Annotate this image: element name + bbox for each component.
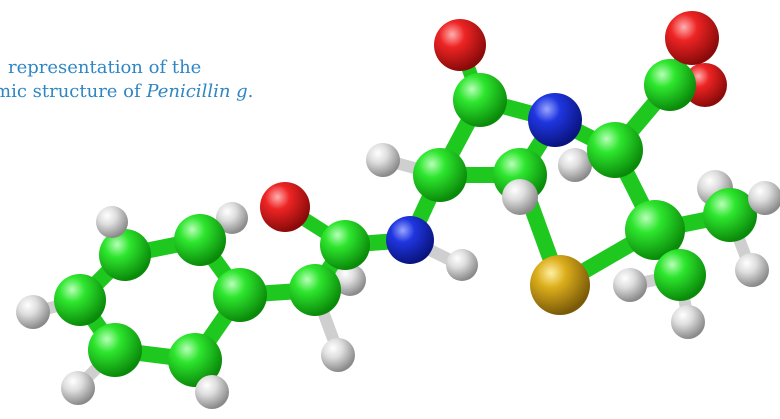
caption-molecule-name: Penicillin g <box>146 81 248 102</box>
hydrogen-atom <box>216 202 248 234</box>
nitrogen-atom <box>386 216 434 264</box>
hydrogen-atom <box>16 295 50 329</box>
oxygen-atom <box>434 19 486 71</box>
hydrogen-atom <box>195 375 229 409</box>
oxygen-atom <box>683 63 727 107</box>
hydrogen-atom <box>502 179 538 215</box>
carbon-atom <box>703 188 757 242</box>
oxygen-atom <box>665 11 719 65</box>
carbon-atom <box>654 249 706 301</box>
hydrogen-atom <box>558 148 592 182</box>
hydrogen-atom <box>671 305 705 339</box>
caption-line-2-prefix: mic structure of <box>0 81 141 102</box>
hydrogen-atom <box>96 206 128 238</box>
hydrogen-atom <box>748 181 780 215</box>
hydrogen-atom <box>613 268 647 302</box>
carbon-atom <box>625 200 685 260</box>
caption-line-1: representation of the <box>8 57 202 78</box>
carbon-atom <box>587 122 643 178</box>
carbon-atom <box>174 214 226 266</box>
sulfur-atom <box>530 255 590 315</box>
carbon-atom <box>88 323 142 377</box>
hydrogen-atom <box>735 253 769 287</box>
carbon-atom <box>644 59 696 111</box>
nitrogen-atom <box>528 93 582 147</box>
carbon-atom <box>213 268 267 322</box>
carbon-atom <box>54 274 106 326</box>
hydrogen-atom <box>366 143 400 177</box>
hydrogen-atom <box>446 249 478 281</box>
oxygen-atom <box>260 182 310 232</box>
caption-line-2-suffix: . <box>247 81 254 102</box>
carbon-atom <box>289 264 341 316</box>
carbon-atom <box>168 333 222 387</box>
carbon-atom <box>99 229 151 281</box>
atoms-front <box>16 11 780 409</box>
hydrogen-atom <box>321 338 355 372</box>
carbon-atom <box>453 73 507 127</box>
carbon-atom <box>320 220 370 270</box>
hydrogen-atom <box>61 371 95 405</box>
caption-line-2: mic structure of Penicillin g. <box>0 80 253 104</box>
hydrogen-atom <box>334 264 366 296</box>
carbon-atom <box>413 148 467 202</box>
caption-text: representation of the mic structure of P… <box>0 56 253 104</box>
